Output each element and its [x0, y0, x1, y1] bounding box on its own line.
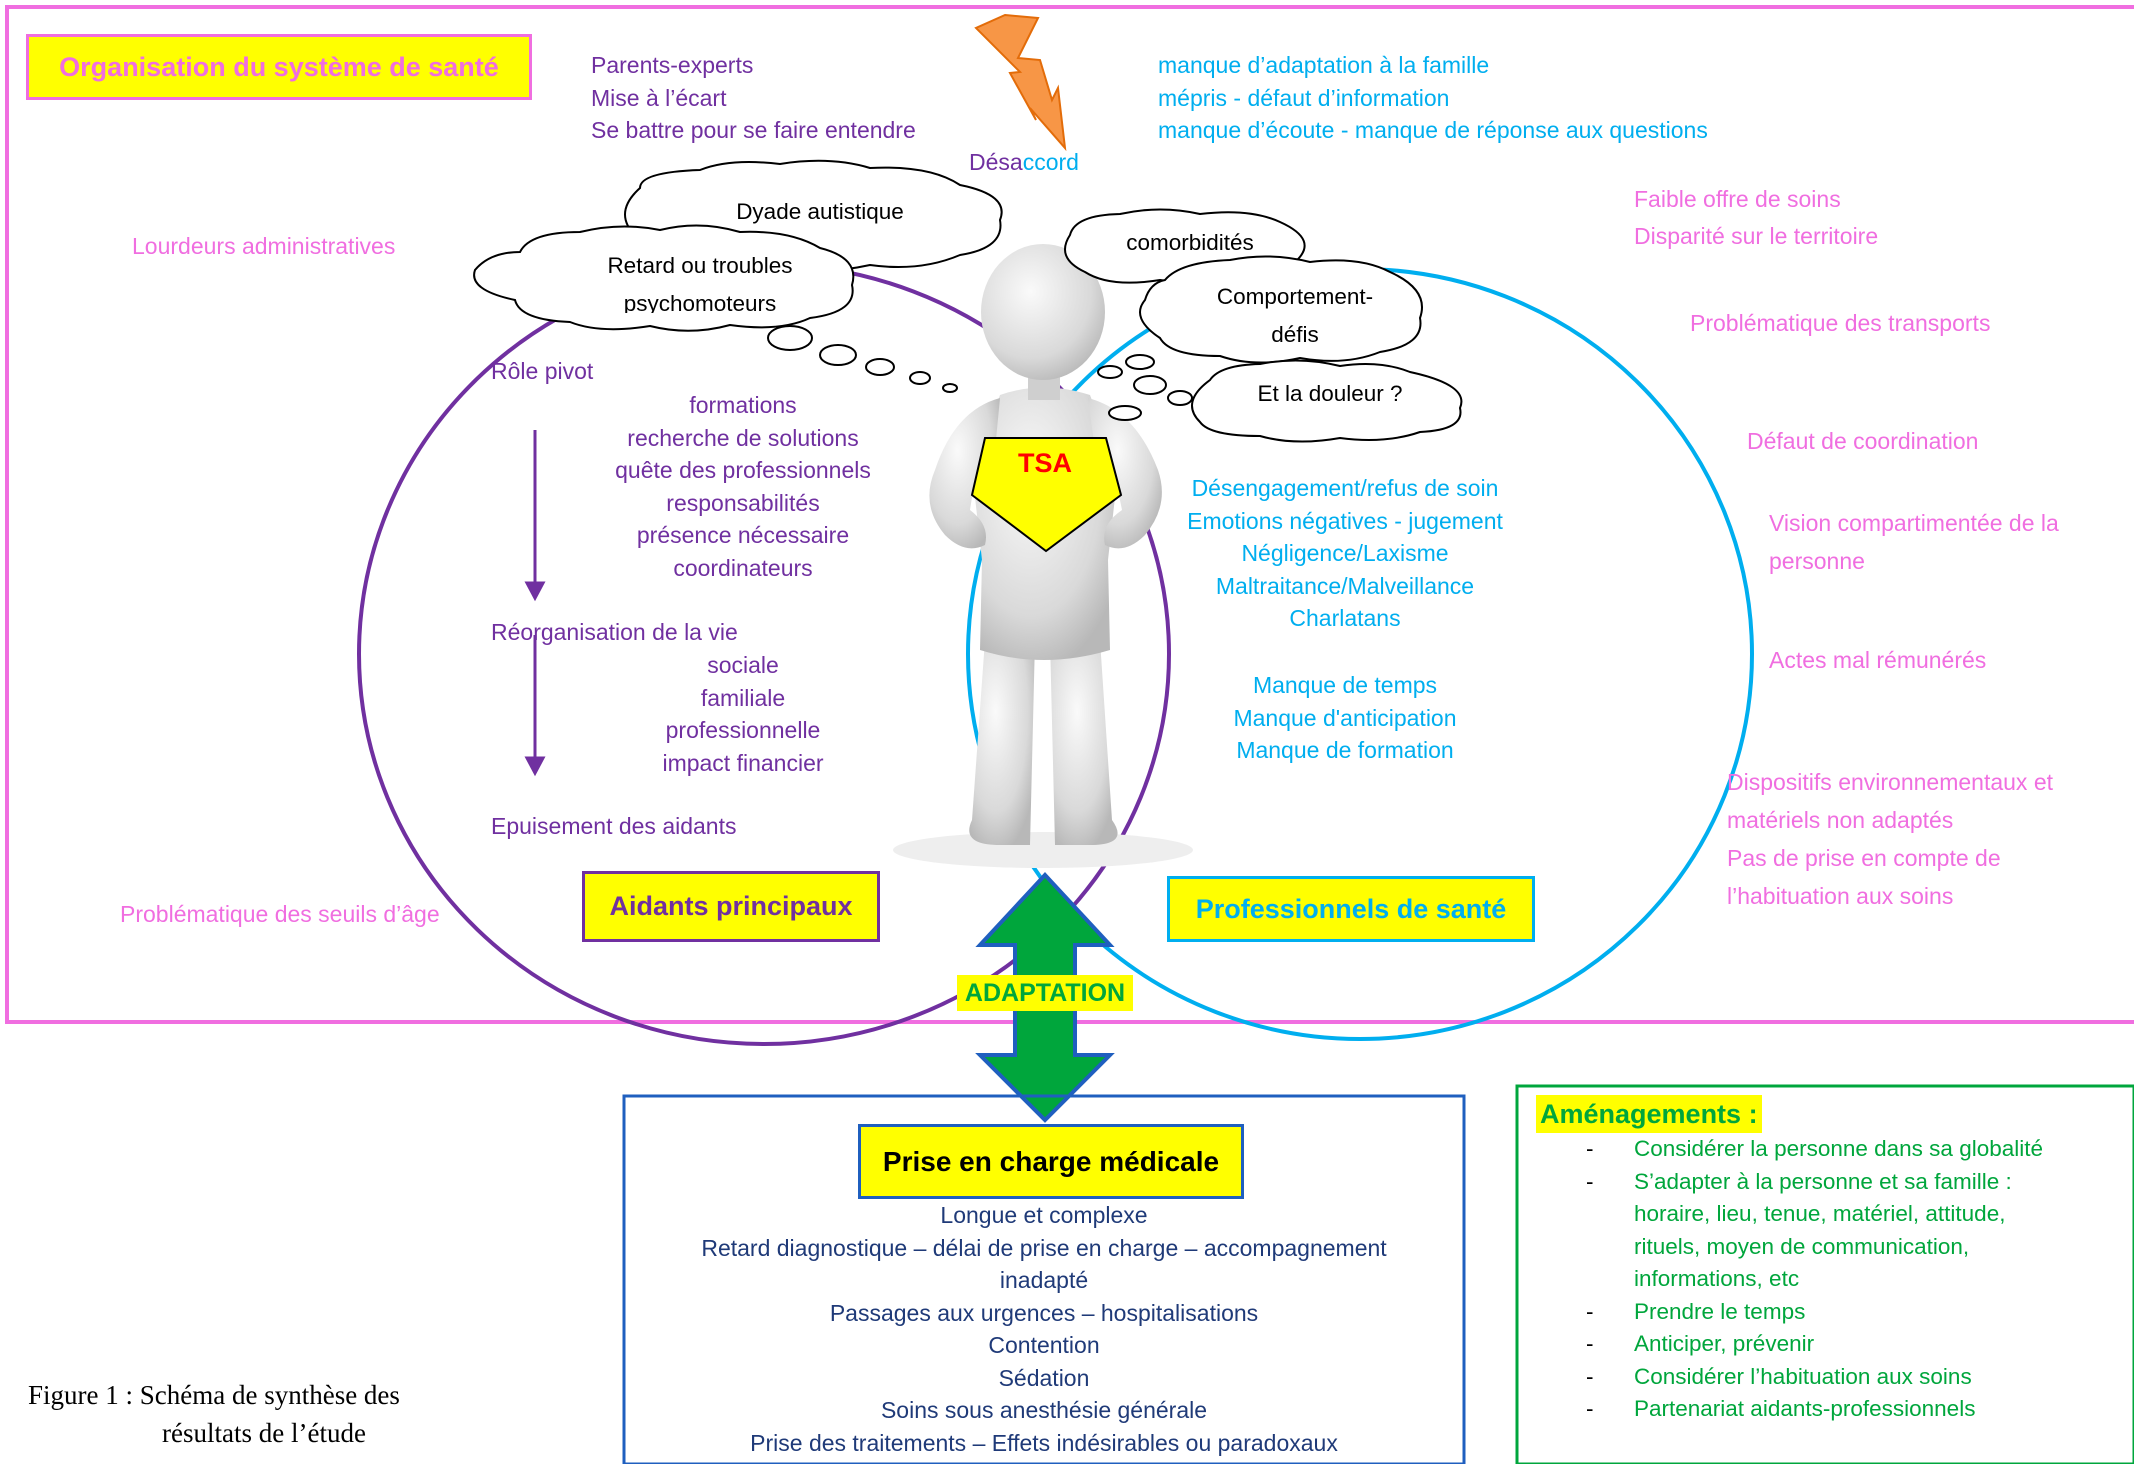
caregiver-role-items: formations recherche de solutions quête … [615, 392, 871, 581]
system-item-age: Problématique des seuils d’âge [120, 901, 440, 927]
caregiver-exhaustion: Epuisement des aidants [491, 813, 737, 839]
caregivers-label: Aidants principaux [582, 871, 880, 942]
thought-pain: Et la douleur ? [1257, 381, 1403, 406]
system-item-admin: Lourdeurs administratives [132, 233, 396, 259]
professional-conflict-items: manque d’adaptation à la famille mépris … [1158, 52, 1708, 143]
list-item: -Considérer la personne dans sa globalit… [1586, 1136, 2044, 1161]
thought-comorbidities: comorbidités [1126, 230, 1254, 255]
system-item: Disparité sur le territoire [1634, 223, 1879, 249]
adaptations-title: Aménagements : [1536, 1095, 1762, 1133]
caregiver-flow-arrows [524, 430, 546, 777]
medical-box-frame [622, 1094, 1466, 1464]
list-item: -Partenariat aidants-professionnels [1586, 1396, 1976, 1421]
system-title: Organisation du système de santé [26, 34, 532, 100]
system-item: matériels non adaptés [1727, 807, 1954, 833]
figure-caption-line2: résultats de l’étude [162, 1418, 366, 1448]
thought-retard: Retard ou troubles psychomoteurs [607, 253, 793, 313]
system-item: Faible offre de soins [1634, 186, 1841, 212]
professional-items-a: Désengagement/refus de soin Emotions nég… [1187, 475, 1503, 631]
system-item: l’habituation aux soins [1727, 883, 1954, 909]
system-item: Vision compartimentée de la [1769, 510, 2059, 536]
medical-title: Prise en charge médicale [858, 1124, 1244, 1199]
list-item: -Considérer l’habituation aux soins [1586, 1363, 1972, 1389]
caregiver-reorganisation-items: sociale familiale professionnelle impact… [662, 652, 824, 776]
tsa-badge [970, 437, 1123, 553]
professionals-label: Professionnels de santé [1167, 876, 1535, 942]
medical-lines: Longue et complexe Retard diagnostique –… [701, 1202, 1387, 1456]
system-item: personne [1769, 548, 1865, 574]
adaptations-list: -Considérer la personne dans sa globalit… [1586, 1133, 2044, 1426]
system-item: Dispositifs environnementaux et [1727, 769, 2053, 795]
system-item: Problématique des transports [1690, 310, 1991, 336]
thought-cloud-right [1064, 208, 1463, 443]
caregiver-reorganisation: Réorganisation de la vie [491, 619, 738, 645]
adaptations-box-frame [1515, 1084, 2134, 1464]
figure-caption-line1: Figure 1 : Schéma de synthèse des [28, 1380, 400, 1410]
list-item: -Prendre le temps [1586, 1298, 1806, 1324]
tsa-label: TSA [1018, 448, 1072, 478]
system-item: Défaut de coordination [1747, 428, 1979, 454]
thought-dyade: Dyade autistique [736, 199, 904, 224]
list-item: -S’adapter à la personne et sa famille :… [1586, 1168, 2012, 1292]
system-item: Pas de prise en compte de [1727, 845, 2001, 871]
thought-cloud-left [473, 159, 1003, 393]
professional-items-b: Manque de temps Manque d'anticipation Ma… [1233, 672, 1457, 763]
disagreement-label: Désaccord [969, 149, 1079, 175]
caregiver-role: Rôle pivot [491, 358, 594, 384]
system-item: Actes mal rémunérés [1769, 647, 1987, 673]
parent-conflict-items: Parents-experts Mise à l’écart Se battre… [591, 52, 916, 143]
thought-behaviour: Comportement- défis [1216, 284, 1374, 347]
list-item: -Anticiper, prévenir [1586, 1331, 1815, 1356]
lightning-icon [974, 13, 1067, 152]
adaptation-label: ADAPTATION [957, 975, 1133, 1011]
